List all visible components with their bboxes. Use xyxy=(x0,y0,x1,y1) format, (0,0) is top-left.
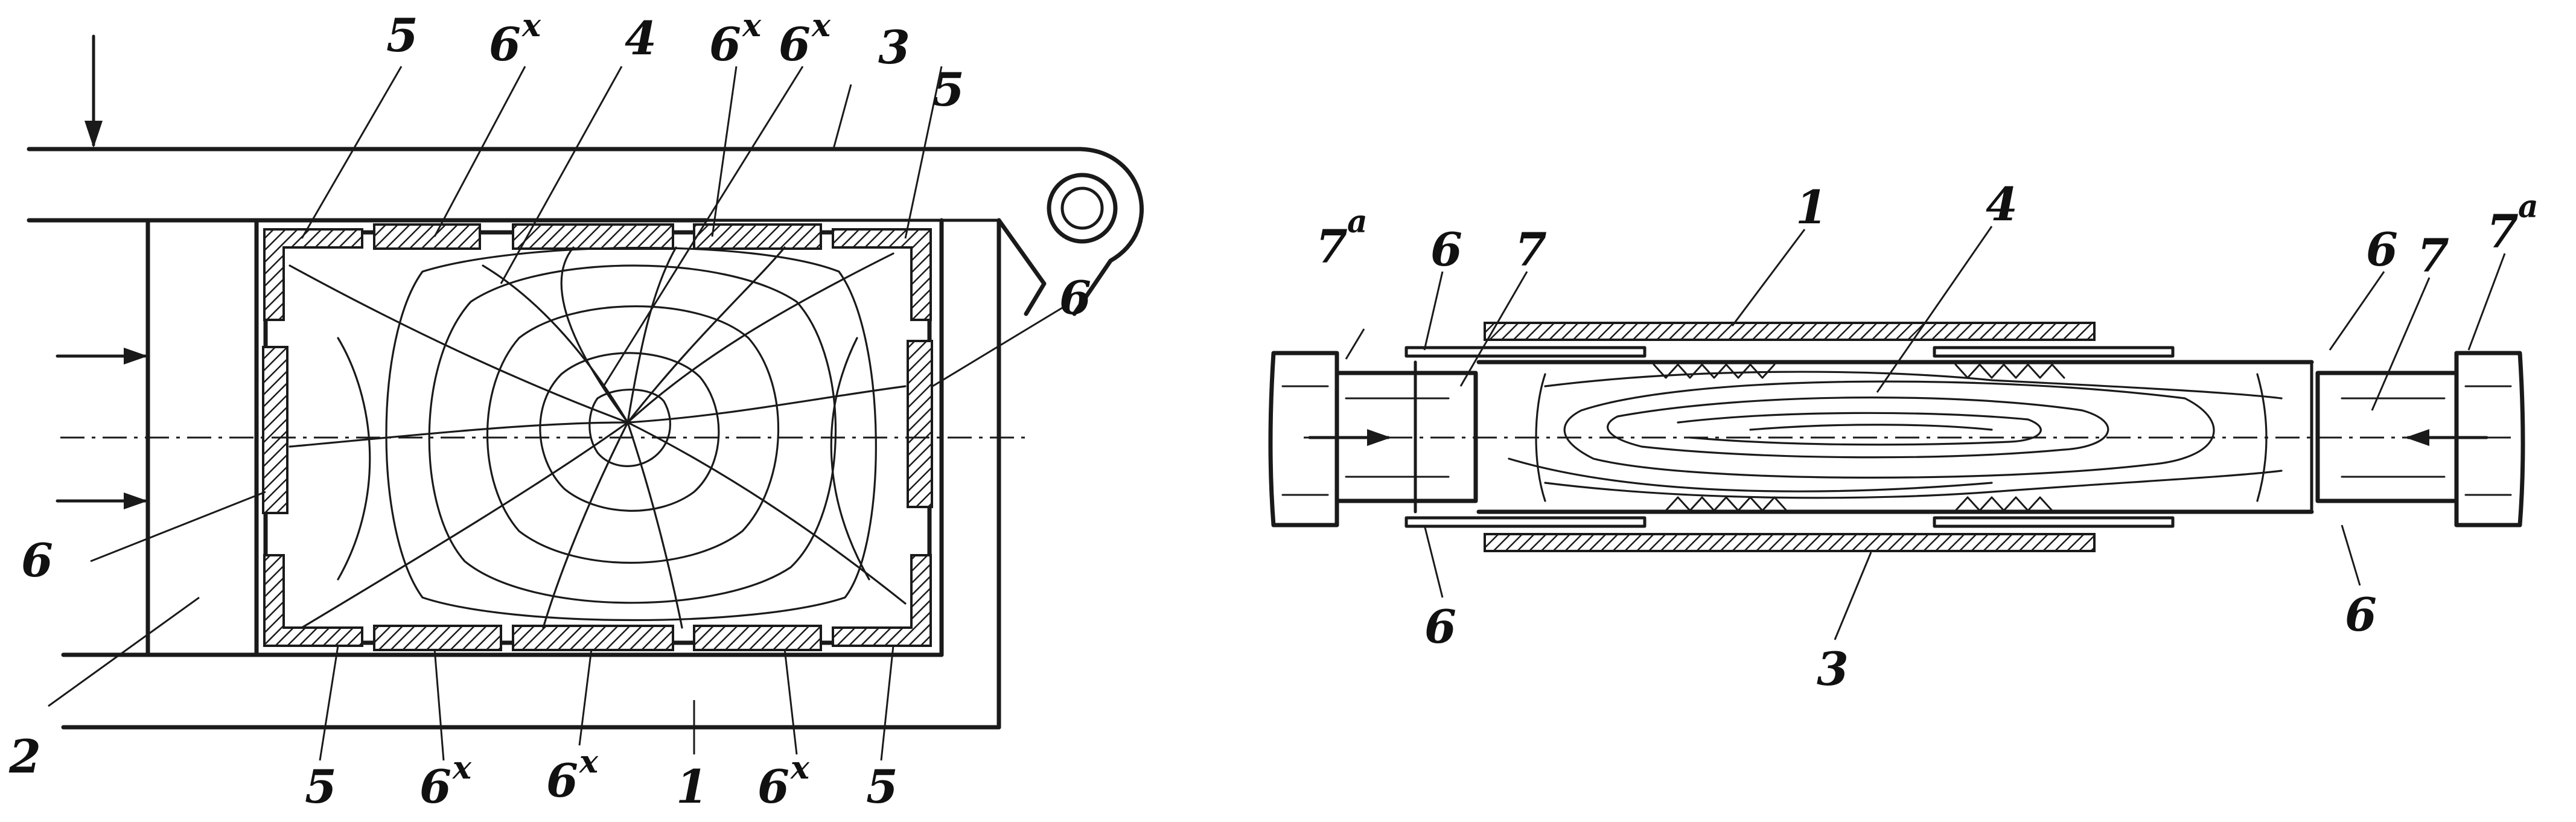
label-7a-left: 7 xyxy=(1316,220,1348,273)
serrated-edges xyxy=(1653,363,2065,512)
right-view: 7 a 6 7 1 4 6 7 7 a 6 3 6 xyxy=(1268,177,2539,696)
label-6x-bottom-1: 6 xyxy=(419,760,451,814)
label-7a-right-sup: a xyxy=(2518,188,2539,225)
label-6x-top-1-sup: x xyxy=(521,7,541,44)
side-force-arrows xyxy=(56,348,148,509)
radial-cracks xyxy=(289,246,907,629)
label-5-top-right: 5 xyxy=(933,63,964,116)
label-6-right: 6 xyxy=(1059,271,1091,325)
label-6x-top-3: 6 xyxy=(779,18,811,71)
label-7-left: 7 xyxy=(1515,223,1547,276)
corner-pieces xyxy=(263,228,932,647)
label-6x-bottom-2-sup: x xyxy=(579,744,599,780)
lower-press-plate xyxy=(1484,533,2096,552)
label-6x-top-1: 6 xyxy=(489,18,521,71)
workpiece-body xyxy=(1414,360,2314,514)
upper-press-plate xyxy=(1484,322,2096,341)
press-arrows xyxy=(1308,429,2488,446)
label-1-right: 1 xyxy=(1796,180,1828,234)
label-4-right: 4 xyxy=(1986,177,2018,231)
label-6x-bottom-1-sup: x xyxy=(452,750,472,786)
label-7-right: 7 xyxy=(2417,229,2449,282)
leader-lines-left xyxy=(48,66,1063,761)
label-7a-right: 7 xyxy=(2487,205,2519,258)
label-1-left: 1 xyxy=(676,760,708,814)
label-3-right: 3 xyxy=(1817,642,1849,696)
load-arrow-top xyxy=(84,34,103,148)
label-4-left: 4 xyxy=(625,11,657,65)
label-6x-bottom-2: 6 xyxy=(546,754,578,808)
label-5-bottom-left: 5 xyxy=(305,760,337,814)
right-ram xyxy=(2454,351,2525,527)
left-ram xyxy=(1268,351,1339,527)
label-5-bottom-right: 5 xyxy=(866,760,898,814)
label-6x-top-2-sup: x xyxy=(742,7,762,44)
label-3-left: 3 xyxy=(878,21,910,74)
top-plates xyxy=(373,223,822,250)
label-6x-top-3-sup: x xyxy=(811,7,831,44)
label-6x-top-2: 6 xyxy=(709,18,741,71)
longitudinal-grain xyxy=(1508,371,2283,502)
hinge-pin-icon xyxy=(1047,173,1118,244)
label-6-right-view-bottom-left: 6 xyxy=(1424,600,1456,654)
label-6-left: 6 xyxy=(21,534,53,587)
bottom-plates xyxy=(373,625,822,651)
left-view: 5 6 x 4 6 x 6 x 3 5 6 6 2 5 6 x 6 x 1 6 … xyxy=(8,7,1144,814)
labels-right: 7 a 6 7 1 4 6 7 7 a 6 3 6 xyxy=(1316,177,2539,696)
top-press-plate xyxy=(27,147,1144,316)
label-6-right-view-top-left: 6 xyxy=(1430,223,1462,276)
label-5-top-left: 5 xyxy=(386,8,418,62)
guide-strips xyxy=(1404,346,2175,528)
label-2: 2 xyxy=(8,730,41,783)
label-7a-left-sup: a xyxy=(1347,203,1368,240)
leader-lines-right xyxy=(1345,226,2506,640)
side-plates xyxy=(262,340,933,514)
growth-rings xyxy=(337,247,877,622)
label-6x-bottom-3: 6 xyxy=(757,760,789,814)
labels-left: 5 6 x 4 6 x 6 x 3 5 6 6 2 5 6 x 6 x 1 6 … xyxy=(8,7,1091,814)
label-6x-bottom-3-sup: x xyxy=(790,750,810,786)
label-6-right-view-bottom-right: 6 xyxy=(2345,588,2377,642)
label-6-right-view-top-right: 6 xyxy=(2366,223,2398,276)
